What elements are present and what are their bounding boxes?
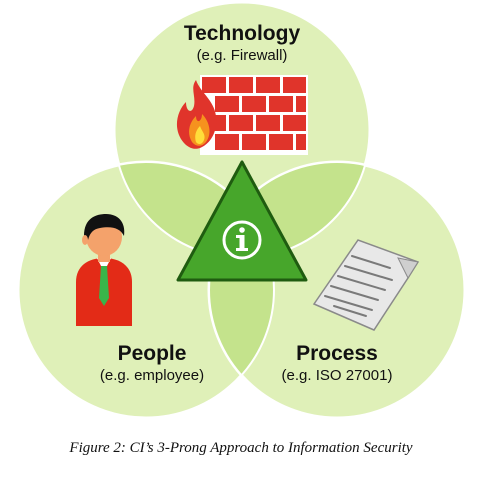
figure-caption: Figure 2: CI’s 3-Prong Approach to Infor… [69,440,413,456]
process-title: Process [296,342,378,365]
process-example: (e.g. ISO 27001) [281,367,393,384]
technology-example: (e.g. Firewall) [196,47,288,64]
technology-title: Technology [183,22,301,45]
tie-icon [99,266,109,306]
document-icon [312,239,420,331]
information-security-triangle [176,160,308,282]
people-title: People [117,342,187,365]
info-icon [222,220,262,260]
person-icon [76,214,132,326]
firewall-icon [176,75,308,155]
people-example: (e.g. employee) [99,367,205,384]
